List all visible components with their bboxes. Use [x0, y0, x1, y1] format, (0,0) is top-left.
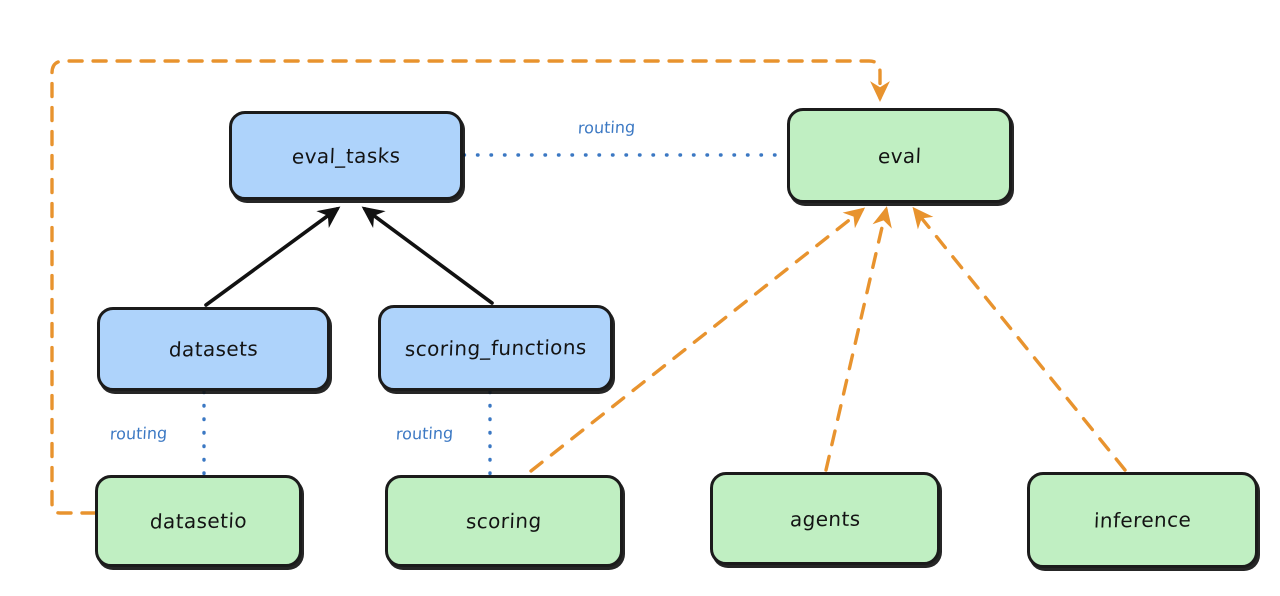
edge-datasetio-to-eval: [50, 59, 890, 515]
node-scoring[interactable]: scoring: [385, 475, 623, 567]
node-label-scoring: scoring: [465, 508, 543, 534]
node-datasetio[interactable]: datasetio: [95, 475, 302, 567]
node-label-datasets: datasets: [168, 336, 259, 362]
node-label-datasetio: datasetio: [149, 508, 248, 534]
edge-datasets-to-eval_tasks: [204, 206, 341, 307]
node-label-eval-tasks: eval_tasks: [291, 142, 401, 169]
node-inference[interactable]: inference: [1027, 472, 1258, 568]
node-eval-tasks[interactable]: eval_tasks: [229, 111, 463, 200]
edge-label-routing-scoring: routing: [395, 423, 454, 444]
edge-agents-to-eval: [824, 206, 892, 472]
node-agents[interactable]: agents: [710, 472, 940, 565]
node-label-agents: agents: [789, 506, 861, 531]
node-scoring-functions[interactable]: scoring_functions: [378, 305, 613, 391]
edge-label-routing-datasets: routing: [109, 423, 168, 444]
edge-inference-to-eval: [912, 206, 1127, 472]
node-label-inference: inference: [1093, 507, 1192, 533]
node-datasets[interactable]: datasets: [97, 307, 330, 391]
node-label-scoring-functions: scoring_functions: [404, 335, 587, 361]
node-eval[interactable]: eval: [787, 108, 1012, 203]
edge-scoring_functions-to-eval_tasks: [361, 206, 494, 305]
edge-label-routing-eval-tasks: routing: [577, 117, 636, 138]
node-label-eval: eval: [877, 143, 922, 168]
